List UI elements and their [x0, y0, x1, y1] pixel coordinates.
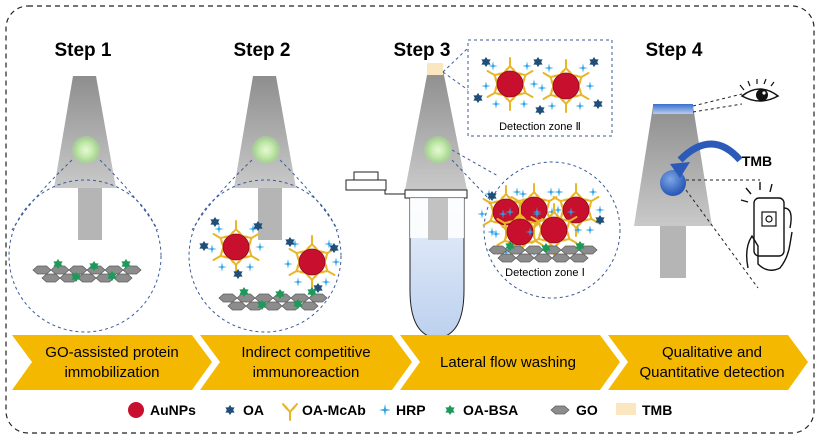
legend-mcab-icon [282, 403, 298, 421]
chevron-1 [12, 335, 212, 390]
chevron-3-line-1: Lateral flow washing [440, 354, 576, 371]
legend-bsa-icon [445, 405, 455, 415]
step-1-title: Step 1 [54, 40, 111, 61]
legend-oa-label: OA [243, 402, 264, 418]
step-2-go-sheet [218, 287, 328, 311]
step-2-title: Step 2 [233, 40, 290, 61]
step-1-go-sheet [32, 259, 142, 283]
legend-hrp-icon [379, 404, 391, 416]
smartphone-icon [740, 182, 793, 271]
step-3-strip [405, 63, 467, 190]
step-1-zoom-circle [8, 179, 162, 333]
chevron-4-line-1: Qualitative and [662, 344, 762, 361]
legend-aunp-icon [128, 402, 144, 418]
process-banner: GO-assisted protein immobilization Indir… [12, 335, 808, 390]
legend-mcab-label: OA-McAb [302, 402, 366, 418]
step-2-strip [234, 76, 296, 240]
legend-tmb-label: TMB [642, 402, 672, 418]
legend-aunps-label: AuNPs [150, 402, 196, 418]
chevron-1-line-1: GO-assisted protein [45, 344, 178, 361]
blue-color-band [653, 104, 693, 114]
tmb-pad [427, 63, 443, 75]
chevron-3 [400, 335, 620, 390]
detection-zone-2-label: Detection zone Ⅱ [499, 121, 581, 133]
chevron-2-line-2: immunoreaction [253, 364, 360, 381]
chevron-2 [200, 335, 412, 390]
step-4-title: Step 4 [645, 40, 702, 61]
chevron-2-line-1: Indirect competitive [241, 344, 370, 361]
tmb-label: TMB [742, 153, 772, 169]
tmb-arrow [677, 140, 743, 163]
legend-tmb-icon [616, 403, 636, 415]
legend-bsa-label: OA-BSA [463, 402, 518, 418]
step-2-zoom-circle [188, 179, 342, 333]
chevron-1-line-2: immobilization [64, 364, 159, 381]
step-4-strip [634, 104, 712, 278]
legend-hrp-label: HRP [396, 402, 426, 418]
test-zone-green-glow [72, 136, 100, 164]
step-3-title: Step 3 [393, 40, 450, 61]
legend-go-icon [550, 405, 570, 415]
eppendorf-tube [345, 171, 468, 339]
outer-frame [5, 5, 815, 434]
chevron-4-line-2: Quantitative detection [639, 364, 784, 381]
legend-oa-icon [225, 405, 235, 415]
detection-zone-1-label: Detection zone Ⅰ [505, 267, 585, 279]
step-1-strip [54, 76, 116, 240]
eye-icon [739, 78, 780, 102]
chevron-4 [608, 335, 808, 390]
legend-go-label: GO [576, 402, 598, 418]
legend: AuNPs OA OA-McAb HRP OA-BSA GO TMB [128, 402, 672, 421]
